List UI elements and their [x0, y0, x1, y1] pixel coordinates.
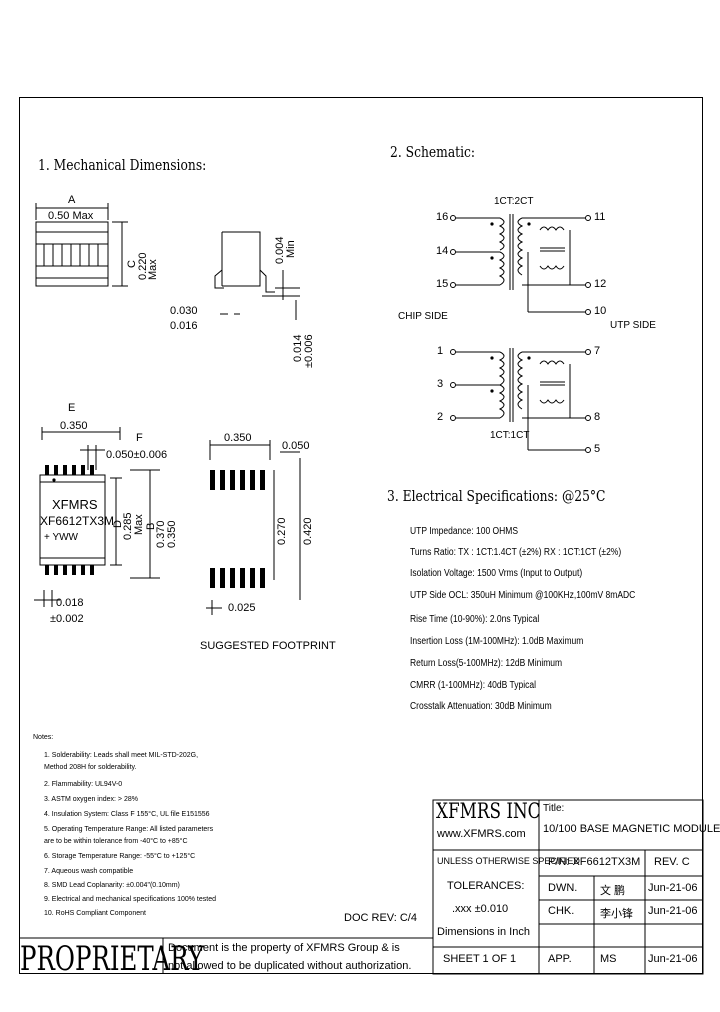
- chip-brand: XFMRS: [52, 497, 98, 512]
- spec-line: Rise Time (10-90%): 2.0ns Typical: [410, 614, 540, 625]
- note-item: 10. RoHS Compliant Component: [44, 910, 146, 917]
- part-number: P/N: XF6612TX3M: [548, 856, 641, 868]
- pin-15: 15: [436, 278, 449, 290]
- pin-10: 10: [594, 305, 607, 317]
- dim-a-value: 0.50 Max: [48, 210, 94, 222]
- dim-d-max: Max: [133, 514, 145, 535]
- dwn-name: 文 鹏: [600, 885, 626, 897]
- tolerances-label: TOLERANCES:: [447, 880, 525, 892]
- utp-side-label: UTP SIDE: [610, 320, 656, 331]
- note-item: 8. SMD Lead Coplanarity: ±0.004"(0.10mm): [44, 882, 180, 889]
- app-date: Jun-21-06: [648, 953, 698, 965]
- proprietary-line2: not allowed to be duplicated without aut…: [168, 960, 412, 972]
- pin-2: 2: [437, 411, 444, 423]
- dim-f-letter: F: [136, 432, 143, 444]
- ratio-top: 1CT:2CT: [494, 196, 534, 207]
- dim-b-value2: 0.350: [166, 520, 178, 548]
- chip-part: XF6612TX3M: [40, 514, 115, 528]
- unless-text: UNLESS OTHERWISE SPECIFIED: [437, 856, 580, 866]
- note-item: 7. Aqueous wash compatible: [44, 868, 134, 875]
- spec-line: UTP Side OCL: 350uH Minimum @100KHz,100m…: [410, 590, 636, 601]
- chk-date: Jun-21-06: [648, 905, 698, 917]
- dwn-label: DWN.: [548, 882, 578, 894]
- dim-016: 0.016: [170, 320, 198, 332]
- footprint-025: 0.025: [228, 602, 256, 614]
- note-item: Method 208H for solderability.: [44, 764, 137, 771]
- pin-14: 14: [436, 245, 449, 257]
- chk-name: 李小锋: [600, 908, 633, 920]
- spec-line: CMRR (1-100MHz): 40dB Typical: [410, 680, 536, 691]
- pin-7: 7: [594, 345, 601, 357]
- app-name: MS: [600, 953, 617, 965]
- note-item: 9. Electrical and mechanical specificati…: [44, 896, 216, 903]
- dim-c-max: Max: [147, 259, 159, 280]
- dim-002: ±0.002: [50, 613, 84, 625]
- dim-a-letter: A: [68, 194, 76, 206]
- note-item: 4. Insulation System: Class F 155°C, UL …: [44, 811, 210, 818]
- note-item: 6. Storage Temperature Range: -55°C to +…: [44, 853, 196, 860]
- spec-line: Return Loss(5-100MHz): 12dB Minimum: [410, 658, 563, 669]
- chk-label: CHK.: [548, 905, 575, 917]
- pin-11: 11: [594, 211, 606, 223]
- dim-e-value: 0.350: [60, 420, 88, 432]
- dim-018: 0.018: [56, 597, 84, 609]
- pin-5: 5: [594, 443, 601, 455]
- dim-f-value: 0.050±0.006: [106, 449, 168, 461]
- title-label: Title:: [543, 803, 565, 814]
- mechanical-heading: 1. Mechanical Dimensions:: [38, 156, 207, 174]
- pin-16: 16: [436, 211, 449, 223]
- spec-line: Isolation Voltage: 1500 Vrms (Input to O…: [410, 568, 583, 579]
- note-item: 2. Flammability: UL94V-0: [44, 781, 123, 788]
- note-item: 1. Solderability: Leads shall meet MIL-S…: [44, 752, 199, 759]
- tolerance-value: .xxx ±0.010: [452, 903, 509, 915]
- footprint-350: 0.350: [224, 432, 252, 444]
- footprint-050: 0.050: [282, 440, 310, 452]
- company-name: XFMRS INC: [436, 799, 541, 823]
- electrical-heading: 3. Electrical Specifications: @25°C: [387, 487, 606, 505]
- doc-rev: DOC REV: C/4: [344, 912, 417, 924]
- dim-e-letter: E: [68, 402, 76, 414]
- sheet-count: SHEET 1 OF 1: [443, 953, 517, 965]
- pin-1: 1: [437, 345, 444, 357]
- company-website: www.XFMRS.com: [437, 828, 526, 840]
- app-label: APP.: [548, 953, 572, 965]
- note-item: are to be within tolerance from -40°C to…: [44, 838, 188, 845]
- footprint-420: 0.420: [302, 517, 314, 545]
- pin-3: 3: [437, 378, 444, 390]
- pin-12: 12: [594, 278, 607, 290]
- schematic-heading: 2. Schematic:: [390, 143, 476, 161]
- dim-min-label: Min: [285, 240, 297, 258]
- proprietary-line1: Document is the property of XFMRS Group …: [168, 942, 400, 954]
- proprietary-word: PROPRIETARY: [20, 939, 204, 979]
- spec-line: Turns Ratio: TX : 1CT:1.4CT (±2%) RX : 1…: [410, 547, 622, 558]
- spec-line: Insertion Loss (1M-100MHz): 1.0dB Maximu…: [410, 636, 584, 647]
- chip-code: + YWW: [44, 532, 78, 543]
- notes-title: Notes:: [33, 734, 54, 741]
- revision: REV. C: [654, 856, 690, 868]
- drawing-sheet: [19, 97, 703, 974]
- dim-006: ±0.006: [303, 334, 315, 368]
- dimensions-unit: Dimensions in Inch: [437, 926, 530, 938]
- pin-8: 8: [594, 411, 601, 423]
- ratio-bottom: 1CT:1CT: [490, 430, 530, 441]
- dwn-date: Jun-21-06: [648, 882, 698, 894]
- note-item: 5. Operating Temperature Range: All list…: [44, 826, 214, 833]
- spec-line: UTP Impedance: 100 OHMS: [410, 526, 519, 537]
- footprint-label: SUGGESTED FOOTPRINT: [200, 640, 336, 652]
- chip-side-label: CHIP SIDE: [398, 311, 448, 322]
- note-item: 3. ASTM oxygen index: > 28%: [44, 796, 138, 803]
- spec-line: Crosstalk Attenuation: 30dB Minimum: [410, 701, 552, 712]
- title-value: 10/100 BASE MAGNETIC MODULE: [543, 823, 720, 835]
- footprint-270: 0.270: [276, 517, 288, 545]
- dim-030: 0.030: [170, 305, 198, 317]
